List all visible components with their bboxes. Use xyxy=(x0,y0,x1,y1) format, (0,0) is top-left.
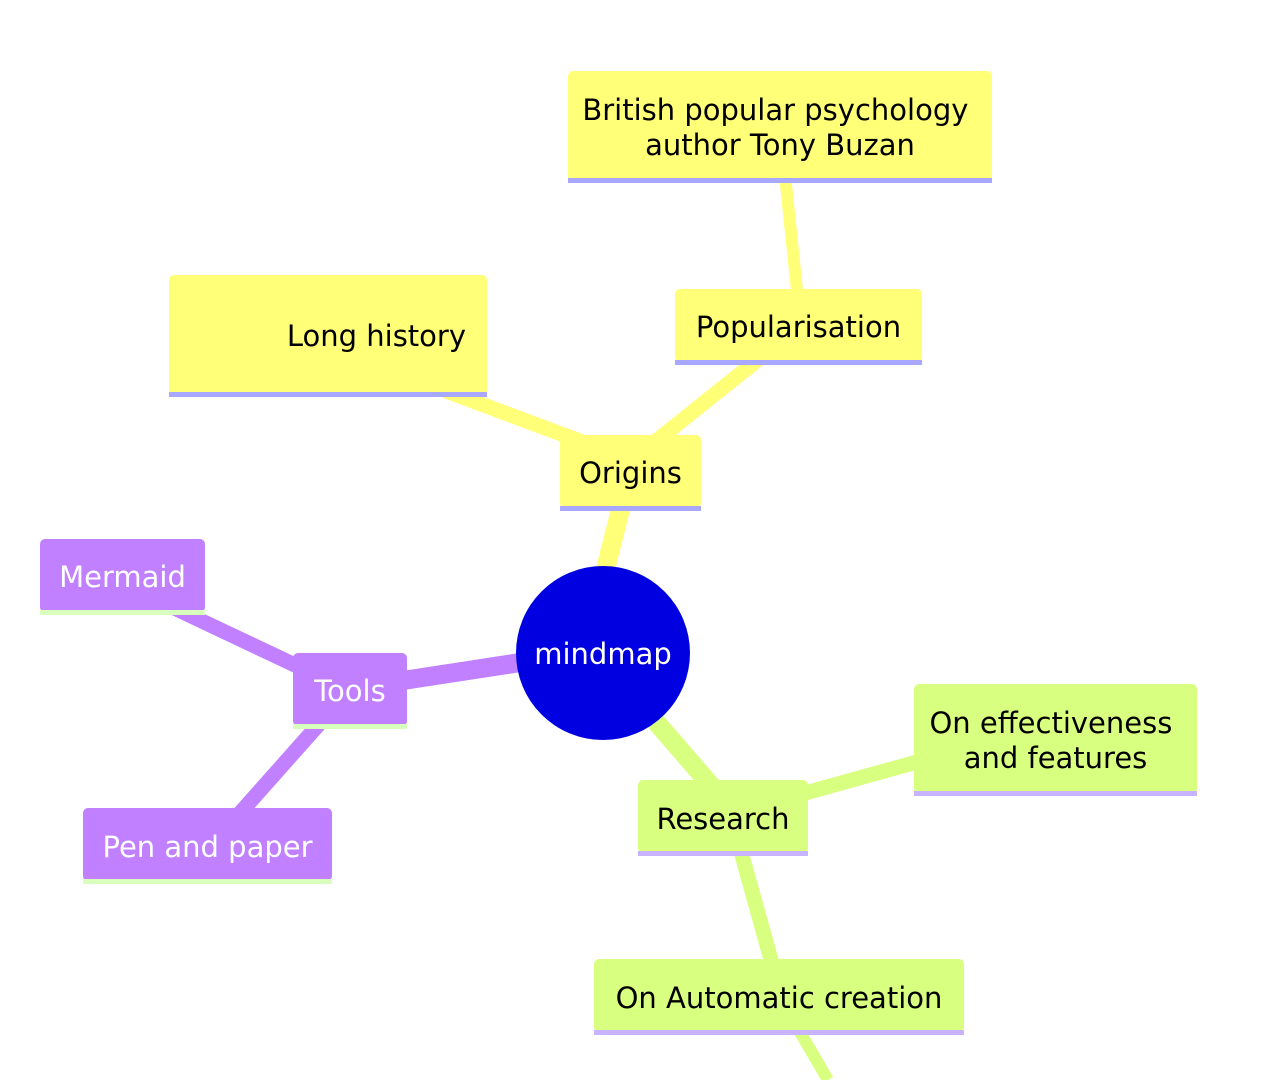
node-automatic-underline xyxy=(594,1030,964,1035)
node-research-underline xyxy=(638,851,808,856)
node-pen-paper-label: Pen and paper xyxy=(102,830,312,864)
node-automatic-box xyxy=(594,959,964,1032)
edge-origins-popularisation xyxy=(640,344,775,456)
node-effectiveness-label-line-2: and features xyxy=(964,741,1148,775)
node-buzan-box xyxy=(568,71,992,181)
node-research-box xyxy=(638,780,808,853)
node-mermaid-label: Mermaid xyxy=(59,560,186,594)
node-buzan[interactable]: British popular psychology author Tony B… xyxy=(568,71,992,183)
node-long-history-box xyxy=(169,275,487,395)
nodes: Origins Long history Popularisation Brit… xyxy=(40,71,1197,1035)
node-root-mindmap[interactable]: mindmap xyxy=(516,566,690,740)
node-root-label: mindmap xyxy=(534,637,672,671)
node-automatic-label: On Automatic creation xyxy=(616,981,943,1015)
edge-popularisation-buzan xyxy=(779,174,804,301)
node-effectiveness-box xyxy=(914,684,1197,794)
node-research-label: Research xyxy=(656,802,789,836)
node-long-history-label: Long history xyxy=(287,319,466,353)
node-mermaid-box xyxy=(40,539,205,612)
node-mermaid-underline xyxy=(40,610,205,615)
node-pen-paper-underline xyxy=(83,879,332,884)
node-popularisation-label: Popularisation xyxy=(696,310,901,344)
node-automatic[interactable]: On Automatic creation xyxy=(594,959,964,1035)
node-buzan-label-line-1: British popular psychology xyxy=(582,93,968,127)
node-popularisation-underline xyxy=(675,360,922,365)
node-long-history[interactable]: Long history xyxy=(169,275,487,397)
node-buzan-label: British popular psychology author Tony B… xyxy=(582,93,977,162)
node-popularisation[interactable]: Popularisation xyxy=(675,289,922,365)
node-tools-box xyxy=(293,653,407,726)
node-origins-label: Origins xyxy=(579,456,682,490)
node-buzan-underline xyxy=(568,178,992,183)
node-origins[interactable]: Origins xyxy=(560,435,701,511)
node-origins-box xyxy=(560,435,701,508)
node-pen-paper[interactable]: Pen and paper xyxy=(83,808,332,884)
node-buzan-label-line-2: author Tony Buzan xyxy=(645,128,915,162)
node-effectiveness-label-line-1: On effectiveness xyxy=(929,706,1172,740)
node-tools-underline xyxy=(293,724,407,729)
node-pen-paper-box xyxy=(83,808,332,881)
node-effectiveness-underline xyxy=(914,791,1197,796)
node-popularisation-box xyxy=(675,289,922,362)
node-tools[interactable]: Tools xyxy=(293,653,407,729)
node-tools-label: Tools xyxy=(313,674,385,708)
node-origins-underline xyxy=(560,506,701,511)
node-effectiveness[interactable]: On effectiveness and features xyxy=(914,684,1197,796)
node-root-circle xyxy=(516,566,690,740)
node-research[interactable]: Research xyxy=(638,780,808,856)
node-effectiveness-label: On effectiveness and features xyxy=(929,706,1181,775)
node-mermaid[interactable]: Mermaid xyxy=(40,539,205,615)
node-long-history-underline xyxy=(169,392,487,397)
